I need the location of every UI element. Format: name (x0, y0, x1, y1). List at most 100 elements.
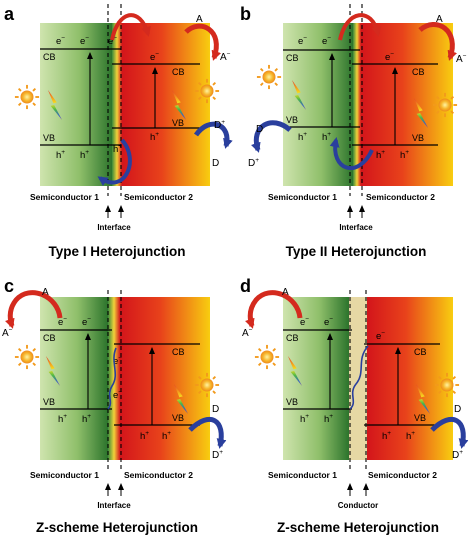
electron-recombination-path (107, 347, 117, 410)
donor-arrow (251, 120, 292, 153)
reduced-acceptor-label: A− (456, 53, 467, 65)
cb-label: CB (286, 53, 299, 63)
cb-label: CB (172, 67, 185, 77)
acceptor-label: A (436, 14, 443, 25)
semiconductor-2-region (367, 297, 453, 460)
acceptor-label: A (282, 287, 289, 298)
donor-label: D+ (214, 119, 225, 131)
interface-region (108, 297, 120, 460)
vb-label: VB (43, 397, 55, 407)
cb-label: CB (43, 52, 56, 62)
hole-label: h+ (322, 131, 331, 143)
interface-label: Interface (97, 223, 131, 232)
hole-label: h+ (400, 149, 409, 161)
donor-label: D (256, 124, 263, 135)
vb-label: VB (286, 397, 298, 407)
panel-label: c (4, 276, 14, 296)
conductor-region (349, 297, 367, 460)
panel-caption: Z-scheme Heterojunction (36, 520, 198, 535)
hole-label: h+ (300, 413, 309, 425)
electron-label: e− (324, 316, 333, 328)
electron-label: e− (82, 316, 91, 328)
donor-oxidized-label: D (212, 158, 219, 169)
cb-label: CB (414, 347, 427, 357)
hole-label: h+ (376, 149, 385, 161)
semiconductor-2-region (361, 23, 453, 186)
interface-label: Interface (339, 223, 373, 232)
hole-label: h+ (162, 430, 171, 442)
hole-label: h+ (150, 131, 159, 143)
panel-label: b (240, 4, 251, 24)
cb-label: CB (43, 333, 56, 343)
hole-label: h+ (56, 149, 65, 161)
hole-label: h+ (406, 430, 415, 442)
cb-label: CB (286, 333, 299, 343)
donor-oxidized-label: D+ (248, 157, 259, 169)
vb-label: VB (412, 133, 424, 143)
hole-label: h+ (113, 143, 122, 155)
panel-label: a (4, 4, 15, 24)
semiconductor-1-label: Semiconductor 1 (30, 192, 99, 202)
semiconductor-1-region (283, 297, 349, 460)
panel-caption: Type II Heterojunction (286, 244, 427, 259)
hole-label: h+ (140, 430, 149, 442)
semiconductor-1-region (40, 23, 112, 186)
sun-icon (256, 64, 282, 90)
reduced-acceptor-label: A− (2, 327, 13, 339)
semiconductor-1-region (283, 23, 353, 186)
electron-label: e− (300, 316, 309, 328)
hole-label: h+ (80, 149, 89, 161)
semiconductor-2-label: Semiconductor 2 (366, 192, 435, 202)
donor-arrow (430, 416, 469, 449)
panel-caption: Z-scheme Heterojunction (277, 520, 439, 535)
electron-label: e− (376, 330, 385, 342)
semiconductor-1-region (40, 297, 108, 460)
electron-label: e− (322, 35, 331, 47)
vb-label: VB (172, 118, 184, 128)
semiconductor-2-label: Semiconductor 2 (368, 470, 437, 480)
acceptor-arrow (5, 290, 63, 329)
semiconductor-2-region (120, 297, 210, 460)
donor-label: D (454, 404, 461, 415)
cb-label: CB (172, 347, 185, 357)
acceptor-arrow (245, 290, 303, 329)
vb-label: VB (43, 133, 55, 143)
acceptor-label: A (196, 14, 203, 25)
electron-label: e− (58, 316, 67, 328)
hole-label: h+ (58, 413, 67, 425)
electron-label: e− (150, 51, 159, 63)
sun-icon (14, 344, 40, 370)
reduced-acceptor-label: A− (242, 327, 253, 339)
hole-label: h+ (298, 131, 307, 143)
electron-label: e− (108, 35, 117, 47)
reduced-acceptor-label: A− (220, 51, 231, 63)
interface-label: Interface (97, 501, 131, 510)
semiconductor-2-label: Semiconductor 2 (124, 192, 193, 202)
sun-icon (254, 344, 280, 370)
vb-label: VB (172, 413, 184, 423)
interface-label: Conductor (338, 501, 378, 510)
hole-label: h+ (382, 430, 391, 442)
interface-region (353, 23, 361, 186)
electron-label: e− (113, 355, 122, 367)
panel-label: d (240, 276, 251, 296)
electron-recombination-path (349, 345, 369, 410)
panel-a: a CB VB CB VB e− e− e− e− h+ h+ h+ h+ A … (4, 4, 233, 259)
acceptor-arrow (418, 22, 458, 61)
interface-region (112, 23, 122, 186)
donor-oxidized-label: D+ (452, 449, 463, 461)
hole-transfer-arrow (97, 138, 132, 187)
electron-label: e− (113, 389, 122, 401)
donor-label: D (212, 404, 219, 415)
electron-label: e− (56, 35, 65, 47)
electron-label: e− (385, 51, 394, 63)
hole-transfer-arrow (329, 137, 374, 171)
electron-transfer-arrow (110, 13, 151, 41)
semiconductor-2-region (122, 23, 210, 186)
cb-label: CB (412, 67, 425, 77)
semiconductor-1-label: Semiconductor 1 (268, 470, 337, 480)
acceptor-arrow (184, 23, 222, 61)
hole-label: h+ (82, 413, 91, 425)
donor-arrow (188, 416, 227, 449)
